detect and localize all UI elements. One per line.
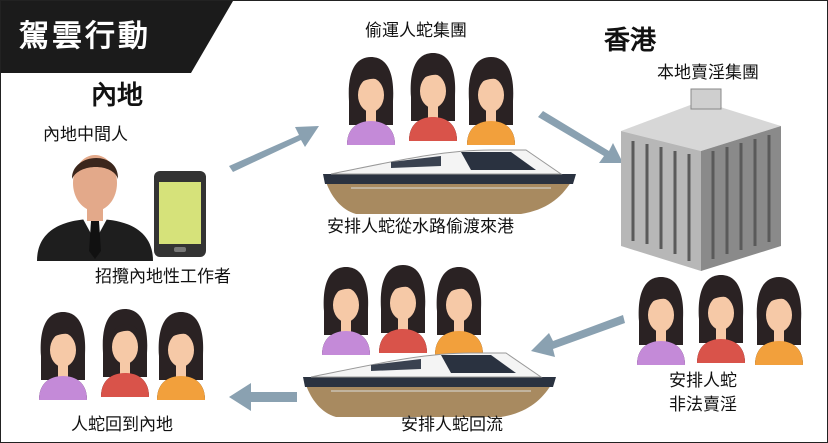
region-hongkong: 香港 [604, 26, 657, 56]
caption-boat-return: 安排人蛇回流 [401, 415, 503, 435]
smuggler-women-top [347, 53, 515, 145]
caption-arrange-line1: 安排人蛇 [669, 371, 737, 391]
caption-mainland-middleman: 內地中間人 [43, 125, 128, 145]
title-banner-shape [1, 1, 233, 73]
caption-recruit-workers: 招攬內地性工作者 [95, 267, 231, 287]
arrow-to-smugglers [229, 126, 319, 172]
caption-boat-to-hk: 安排人蛇從水路偷渡來港 [327, 217, 514, 237]
phone-icon [154, 171, 206, 257]
mainland-women [39, 309, 205, 400]
caption-return-mainland: 人蛇回到內地 [71, 415, 173, 435]
caption-smuggling-group: 偷運人蛇集團 [365, 21, 467, 41]
region-mainland: 內地 [91, 81, 144, 111]
hk-building-icon [621, 88, 781, 271]
middleman-figure [37, 155, 153, 261]
arrow-to-hk-group [538, 111, 623, 163]
title-banner: 駕雲行動 [1, 1, 233, 73]
arrow-to-return-boat [531, 315, 625, 357]
boat-return [302, 352, 557, 418]
hk-women [637, 275, 803, 365]
arrow-to-mainland [229, 383, 297, 411]
caption-arrange-line2: 非法賣淫 [669, 395, 737, 415]
caption-local-vice-group: 本地賣淫集團 [657, 63, 759, 83]
boat-to-hk [322, 149, 577, 215]
return-women [322, 265, 483, 355]
page-title: 駕雲行動 [19, 19, 151, 54]
